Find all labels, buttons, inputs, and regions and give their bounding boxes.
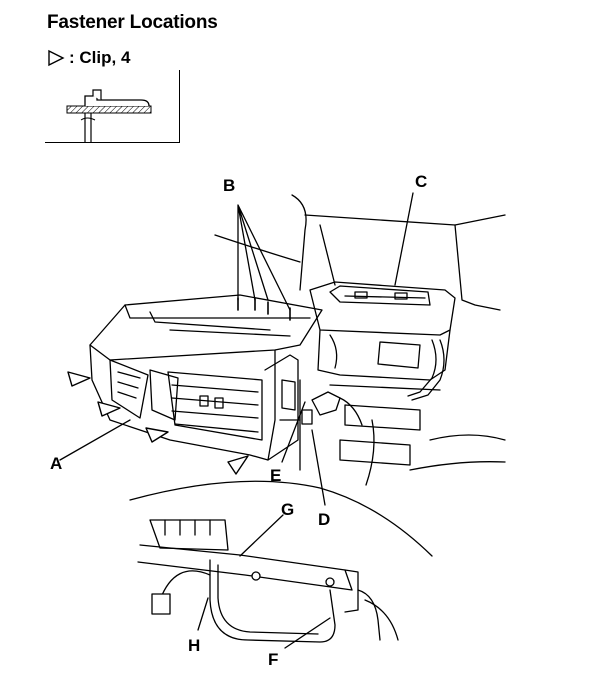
leader-H (197, 597, 209, 631)
label-F: F (268, 650, 279, 669)
clip-triangle-2 (97, 401, 121, 417)
clip-triangle-4 (227, 455, 249, 475)
label-B: B (223, 176, 236, 195)
leader-D (311, 429, 326, 506)
label-A: A (50, 454, 63, 473)
bracket-top (149, 519, 229, 551)
label-H: H (188, 636, 201, 655)
support-bar-G (137, 544, 353, 591)
label-E: E (270, 466, 282, 485)
label-D: D (318, 510, 331, 529)
left-vent (109, 359, 149, 419)
leader-A (59, 419, 131, 461)
vent-panel-face (89, 344, 276, 461)
center-stack-housing (309, 281, 456, 336)
clip-triangle-icon (48, 49, 65, 67)
center-vent (167, 371, 263, 441)
leader-F (284, 617, 331, 649)
clip-detail-drawing (66, 89, 152, 142)
connector-E (301, 409, 313, 425)
leader-E (281, 401, 306, 463)
harness-H (159, 570, 211, 601)
leader-C (394, 192, 414, 286)
cover-arc (129, 480, 433, 557)
clip-triangle-1 (67, 371, 91, 387)
dash-edge-line (291, 194, 307, 291)
legend-text: : Clip, 4 (69, 48, 131, 67)
leader-G (239, 514, 284, 557)
screws-B (237, 297, 291, 321)
wire-harness (411, 339, 445, 401)
clip-detail-inset (45, 70, 180, 143)
leader-B (237, 204, 291, 311)
clip-legend: : Clip, 4 (47, 48, 130, 68)
vent-panel-top (89, 294, 323, 361)
label-G: G (281, 500, 295, 519)
bracket-F (344, 569, 359, 613)
label-C: C (415, 172, 428, 191)
clip-triangle-3 (145, 427, 169, 443)
connector-D (311, 391, 341, 416)
harness-loop (209, 559, 336, 643)
page-title: Fastener Locations (47, 12, 218, 33)
